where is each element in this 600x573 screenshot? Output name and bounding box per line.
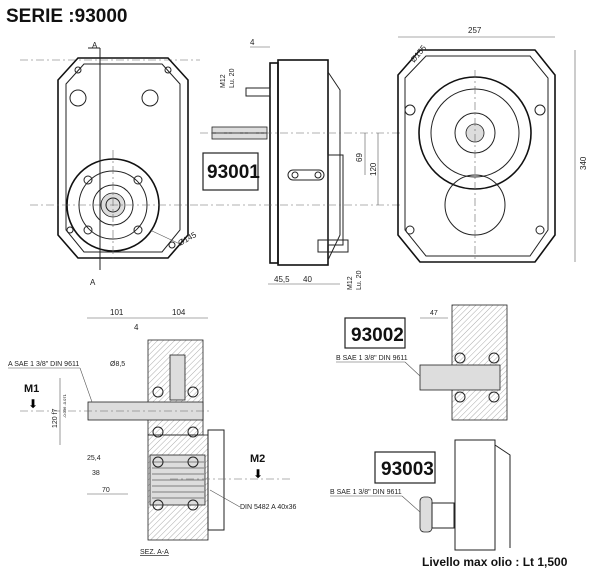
series-title: SERIE :93000	[6, 6, 127, 27]
side-thread-bottom-depth: Lu. 20	[356, 270, 363, 290]
sec-dim-4: 4	[134, 323, 139, 332]
m1-arrow-icon: ⬇	[28, 397, 38, 411]
sec-dim-70: 70	[102, 487, 110, 494]
section-mark-top: A	[92, 41, 98, 50]
side-thread-top-depth: Lu. 20	[229, 68, 236, 88]
side-dim-40: 40	[303, 275, 312, 284]
v93002-dim-47: 47	[430, 310, 438, 317]
rear-dim-diameter: Ø155	[409, 43, 429, 64]
sec-shaft-a: A SAE 1 3/8" DIN 9611	[8, 361, 79, 368]
model-box-93002	[344, 317, 406, 349]
m2-arrow-icon: ⬇	[253, 467, 263, 481]
side-thread-bottom: M12	[347, 276, 354, 290]
sec-shaft-dia: 120 f7	[52, 408, 59, 428]
rear-dim-340: 340	[579, 156, 588, 170]
model-93001: 93001	[207, 162, 260, 183]
sec-dim-8-5: Ø8,5	[110, 361, 125, 368]
model-box-93003	[374, 451, 436, 484]
oil-level: Livello max olio : Lt 1,500	[422, 555, 568, 569]
side-dim-120: 120	[369, 162, 378, 176]
sec-dim-101: 101	[110, 308, 124, 317]
model-93003: 93003	[381, 459, 434, 480]
sec-dim-104: 104	[172, 308, 186, 317]
front-view: A A Ø145	[20, 41, 200, 287]
view-93002: 93002 47 B SAE 1 3/8" DIN 9611	[336, 304, 508, 421]
side-dim-4: 4	[250, 38, 255, 47]
section-mark-bottom: A	[90, 278, 96, 287]
side-thread-top: M12	[220, 74, 227, 88]
side-dim-45-5: 45,5	[274, 275, 290, 284]
sec-dim-38: 38	[92, 470, 100, 477]
model-box-93001	[202, 152, 259, 191]
rear-dim-257: 257	[468, 26, 482, 35]
view-93003: 93003 B SAE 1 3/8" DIN 9611	[330, 439, 511, 551]
sec-tolerance: -0.036 -0.071	[62, 393, 67, 418]
sec-dim-25-4: 25,4	[87, 455, 101, 462]
front-diameter-dim: Ø145	[177, 230, 199, 248]
m2-label: M2	[250, 453, 265, 465]
sec-spline: DIN 5482 A 40x36	[240, 504, 297, 511]
section-label: SEZ. A-A	[140, 549, 169, 556]
model-93002: 93002	[351, 325, 404, 346]
v93002-shaft-b: B SAE 1 3/8" DIN 9611	[336, 355, 408, 362]
side-dim-69: 69	[355, 153, 364, 162]
v93003-shaft-b: B SAE 1 3/8" DIN 9611	[330, 489, 402, 496]
rear-view: 257 Ø155 340	[397, 26, 588, 263]
section-view: 101 104 4 A SAE 1 3/8" DIN 9611 Ø8,5 M1 …	[8, 308, 297, 556]
side-view: 4 M12 Lu. 20 69 120 45,5 40 M12 Lu. 20	[200, 38, 400, 290]
m1-label: M1	[24, 383, 39, 395]
